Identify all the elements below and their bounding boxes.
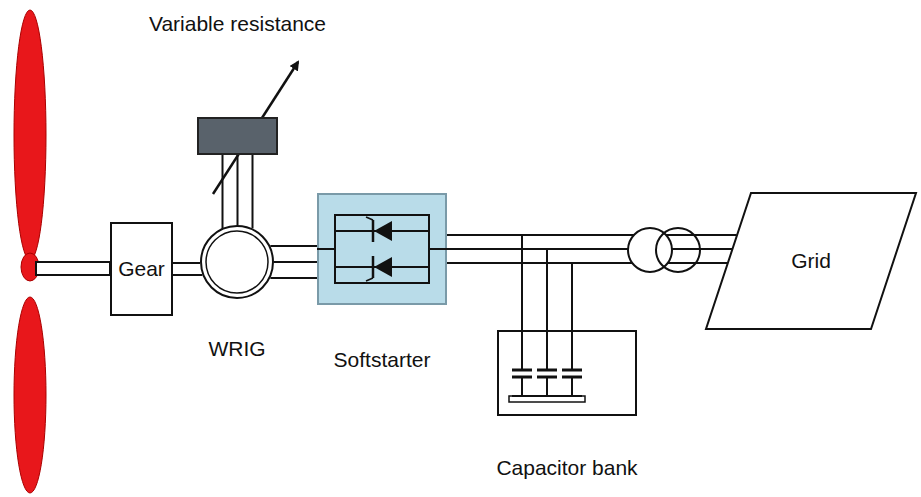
transformer-symbol <box>628 228 700 272</box>
power-connector <box>223 155 253 228</box>
capacitor-label: Capacitor bank <box>496 456 637 480</box>
generator-circle: WRIG <box>200 225 274 299</box>
capacitor-bank: Capacitor bank <box>497 330 637 416</box>
rotor-shaft <box>36 262 110 275</box>
power-connector <box>270 246 317 278</box>
grid-shape: Grid <box>705 192 917 330</box>
generator-label: WRIG <box>208 337 265 361</box>
gear-box: Gear <box>118 257 165 281</box>
gear-box: Gear <box>110 222 173 316</box>
power-connector <box>173 263 202 275</box>
shape-outline <box>497 330 637 416</box>
softstarter-label: Softstarter <box>334 348 431 372</box>
variable-resistor: Variable resistance <box>197 117 278 155</box>
shape-outline <box>197 117 278 155</box>
grid-label: Grid <box>791 249 831 273</box>
softstarter-box: Softstarter <box>317 193 447 305</box>
shape-outline <box>317 193 447 305</box>
rotor-blades <box>14 10 46 493</box>
resistance-label: Variable resistance <box>149 12 326 36</box>
power-connector <box>447 235 737 263</box>
shape-outline <box>200 225 274 299</box>
